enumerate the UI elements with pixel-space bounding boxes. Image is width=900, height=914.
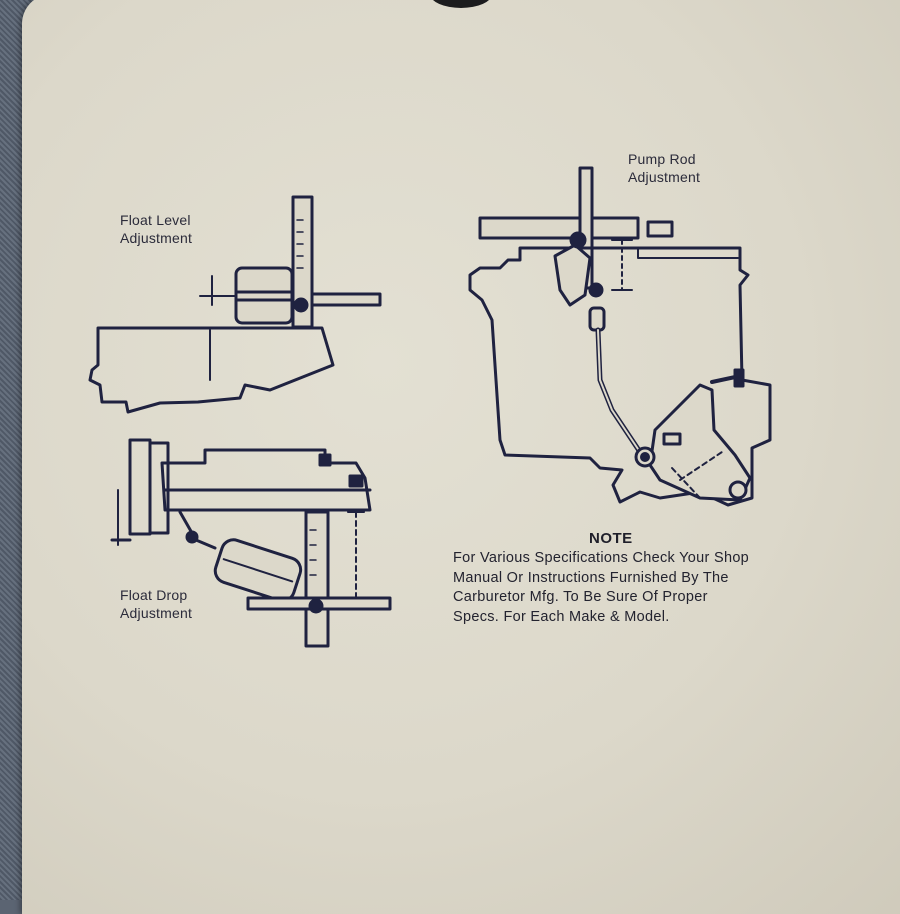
float-level-label: Float Level Adjustment bbox=[120, 211, 192, 247]
float-level-label-line2: Adjustment bbox=[120, 230, 193, 246]
float-drop-label: Float Drop Adjustment bbox=[120, 586, 192, 622]
note-line-1: For Various Specifications Check Your Sh… bbox=[453, 550, 750, 566]
float-drop-label-line1: Float Drop bbox=[120, 587, 188, 603]
hanger-hole bbox=[430, 0, 492, 8]
pump-rod-label-line1: Pump Rod bbox=[628, 151, 696, 167]
note-line-3: Carburetor Mfg. To Be Sure Of Proper bbox=[453, 589, 708, 605]
float-drop-diagram bbox=[110, 438, 392, 648]
note-title: NOTE bbox=[589, 530, 633, 547]
note-line-2: Manual Or Instructions Furnished By The bbox=[453, 569, 729, 586]
note-line-4: Specs. For Each Make & Model. bbox=[453, 608, 670, 625]
float-drop-label-line2: Adjustment bbox=[120, 605, 193, 621]
float-level-diagram bbox=[88, 195, 382, 414]
float-level-label-line1: Float Level bbox=[120, 212, 191, 228]
note-body: For Various Specifications Check Your Sh… bbox=[453, 549, 783, 627]
pump-rod-label-line2: Adjustment bbox=[628, 169, 701, 185]
pump-rod-label: Pump Rod Adjustment bbox=[628, 150, 700, 186]
pump-rod-diagram bbox=[468, 166, 772, 507]
